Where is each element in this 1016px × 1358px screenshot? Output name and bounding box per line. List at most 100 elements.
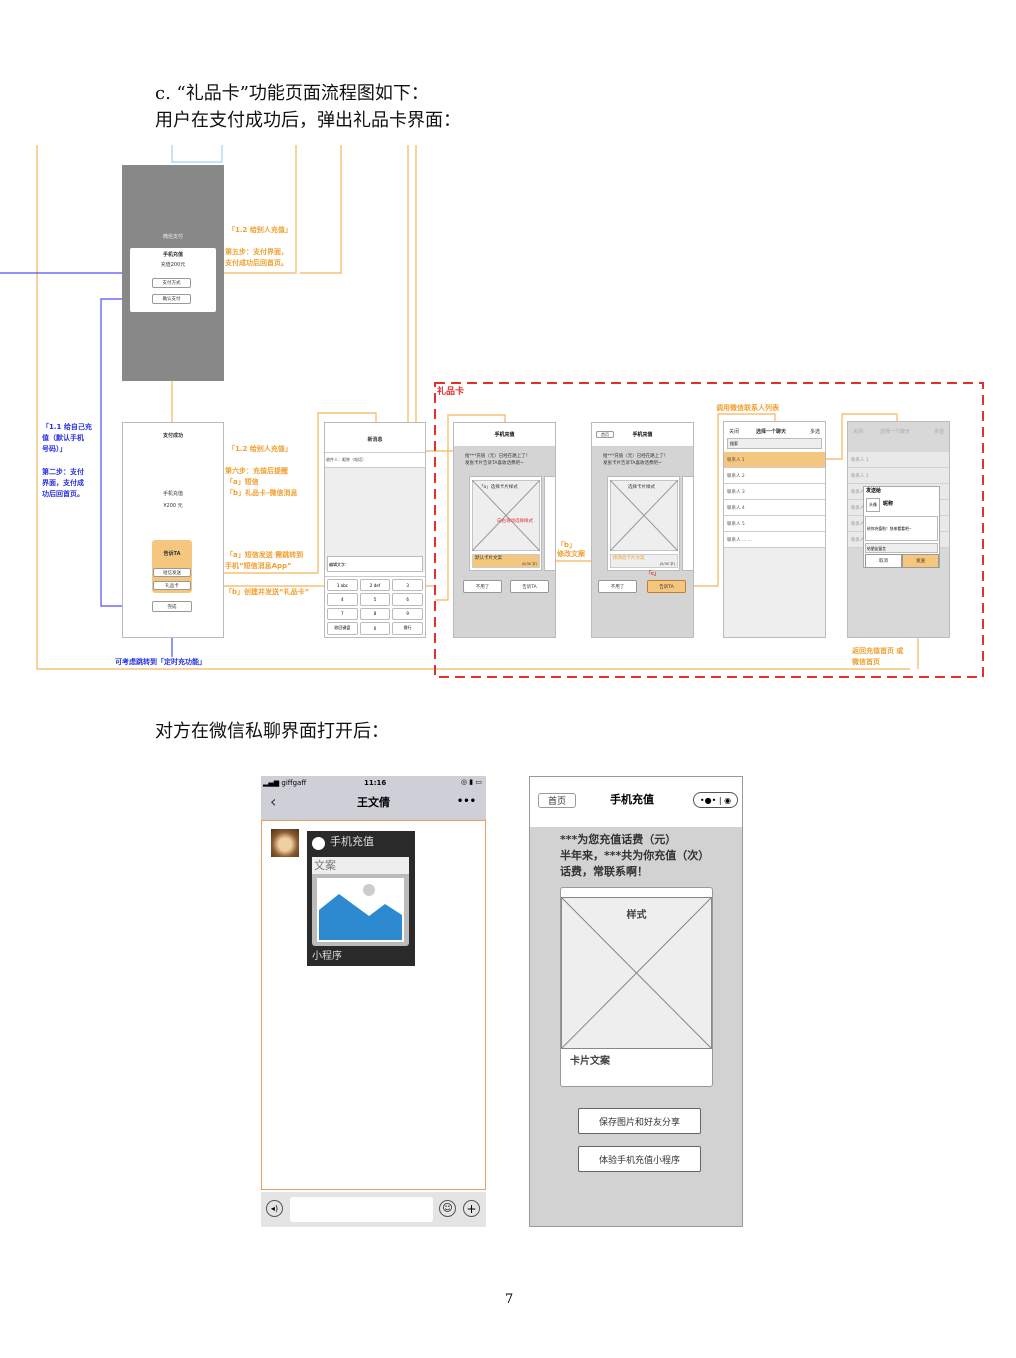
chat-text-input[interactable] — [290, 1197, 433, 1222]
more-icon[interactable]: ••• — [456, 796, 476, 807]
gift-card-box-title: 礼品卡 — [437, 387, 465, 397]
card-a-msg2: 发张卡片告诉TA喜收话费吧~ — [465, 461, 524, 466]
contact-row[interactable]: 联系人 4 — [724, 500, 825, 516]
key-button[interactable]: 7 — [327, 607, 358, 620]
gift-card-button[interactable]: 礼品卡 — [153, 581, 191, 590]
key-button[interactable]: 4 — [327, 593, 358, 606]
key-button[interactable]: 9 — [392, 607, 423, 620]
card-a-copy: 默认卡片文案 — [475, 556, 502, 561]
pay-success-screen: 支付成功 手机充值 ¥200 元 告诉TA 短信发送 礼品卡 完成 — [122, 422, 224, 638]
card-b-tell-button[interactable]: 告诉TA — [647, 580, 686, 593]
card-a-tell-button[interactable]: 告诉TA — [510, 580, 549, 593]
avatar — [271, 829, 299, 857]
try-mini-program-button[interactable]: 体验手机充值小程序 — [578, 1146, 701, 1172]
note-timer: 可考虑跳转到「定时充功能」 — [115, 658, 206, 666]
success-title: 支付成功 — [162, 433, 183, 439]
contact-row[interactable]: 联系人 2 — [724, 468, 825, 484]
note-step2-l2: 界面，支付成 — [42, 479, 84, 487]
card-b-copy: 修改后卡片文案 — [613, 556, 645, 561]
contacts-title: 选择一个聊天 — [756, 429, 787, 435]
gift-line-1: ***为您充值话费（元） — [560, 833, 677, 846]
success-label: 手机充值 — [162, 491, 183, 497]
home-button[interactable]: 首页 — [538, 793, 576, 808]
note-self-l3: 号码）」 — [42, 445, 67, 453]
status-carrier: ▂▄▆ giffgaff — [263, 779, 307, 787]
voice-icon[interactable]: ◂) — [266, 1200, 283, 1217]
send-message-preview: 给你充值啦！快来看看吧~ — [865, 516, 938, 541]
card-b-msg2: 发张卡片告诉TA喜收话费吧~ — [603, 461, 662, 466]
back-arrow-icon[interactable]: ‹ — [270, 792, 277, 811]
card-a-copy-field[interactable]: 默认卡片文案 (0/30 字) — [472, 554, 540, 568]
contact-row[interactable]: 联系人 3 — [724, 484, 825, 500]
card-a-count: (0/30 字) — [521, 561, 537, 566]
card-a-title: 手机充值 — [454, 423, 555, 446]
card-b-title: 手机充值 — [592, 423, 693, 446]
carrier-name: giffgaff — [281, 779, 307, 787]
key-button[interactable]: 收回键盘 — [327, 621, 358, 635]
chat-topbar — [261, 776, 486, 820]
card-a-msg1: 给***充值（元）已经在路上了！ — [465, 454, 531, 459]
note-contacts: 调用微信联系人列表 — [716, 404, 779, 412]
key-button[interactable]: 5 — [359, 593, 391, 606]
note-step6-tag: 「1.2 给别人充值」 — [228, 445, 292, 453]
contacts-multi-button[interactable]: 多选 — [809, 429, 820, 435]
note-step5-l2: 支付成功后回首页。 — [225, 259, 288, 267]
contacts-close-button[interactable]: 关闭 — [729, 429, 740, 435]
card-b-home-button[interactable]: 首页 — [596, 431, 614, 438]
leave-message-input[interactable]: 给朋友留言 — [865, 543, 938, 553]
image-placeholder-icon — [561, 897, 712, 1049]
card-a-decline-button[interactable]: 不用了 — [463, 580, 502, 593]
sms-send-button[interactable]: 短信发送 — [153, 568, 191, 577]
key-button[interactable]: 3 — [392, 579, 423, 592]
payment-method-button[interactable]: 支付方式 — [152, 278, 191, 288]
card-a-style-card[interactable]: 「a」选择卡片样式 向右滑动选择样式 默认卡片文案 (0/30 字) — [469, 476, 542, 571]
key-button[interactable]: 换行 — [392, 621, 423, 635]
contact-row[interactable]: 联系人 1 — [724, 452, 825, 468]
note-c-tag: 「c」 — [646, 571, 659, 577]
chat-messages: 手机充值 文案 小程序 — [261, 820, 486, 1190]
note-sms-l2: 手机“短信消息App” — [225, 562, 292, 570]
gift-line-2: 半年来，***共为你充值（次） — [560, 849, 710, 862]
key-button[interactable]: 2 def — [359, 579, 391, 592]
dialog-send-button[interactable]: 发送 — [902, 554, 939, 568]
note-step6-l2: 「a」短信 — [226, 478, 259, 486]
mini-program-card[interactable]: 手机充值 文案 小程序 — [307, 831, 415, 966]
save-share-button[interactable]: 保存图片和好友分享 — [578, 1108, 701, 1134]
card-title: 手机充值 — [330, 835, 374, 848]
card-b-style-label: 选择卡片样式 — [628, 485, 655, 490]
image-icon — [317, 878, 404, 942]
dim-close: 关闭 — [853, 429, 864, 435]
key-button[interactable]: 1 abc — [327, 579, 358, 592]
emoji-icon[interactable]: ☺ — [439, 1200, 456, 1217]
note-edit-l1: 「b」 — [557, 541, 577, 549]
send-nickname: 昵称 — [883, 501, 894, 507]
sms-text-input[interactable]: 编辑文字： — [327, 556, 423, 572]
note-return-l1: 返回充值首页 或 — [852, 647, 904, 655]
gift-card-screen-edited: 手机充值 首页 给***充值（元）已经在路上了！ 发张卡片告诉TA喜收话费吧~ … — [591, 422, 694, 638]
key-button[interactable]: 6 — [392, 593, 423, 606]
plus-icon[interactable]: + — [463, 1200, 480, 1217]
dialog-cancel-button[interactable]: 取消 — [865, 554, 902, 568]
card-b-style-card[interactable]: 选择卡片样式 修改后卡片文案 (0/30 字) — [607, 476, 680, 571]
pay-card-title: 手机充值 — [162, 252, 183, 258]
contacts-search-input[interactable]: 搜索 — [727, 438, 822, 449]
card-b-msg1: 给***充值（元）已经在路上了！ — [603, 454, 669, 459]
note-step5-tag: 「1.2 给别人充值」 — [228, 226, 292, 234]
wechat-pay-screen: 微信支付 手机充值 充值200元 支付方式 确认支付 — [122, 165, 224, 381]
note-gift: 「b」创建并发送“礼品卡” — [225, 588, 310, 596]
capsule-menu-icon[interactable]: •●• | ◉ — [693, 792, 738, 808]
card-style-label: 样式 — [626, 910, 647, 921]
success-amount: ¥200 元 — [163, 503, 183, 509]
contact-row[interactable]: 联系人 ... ... — [724, 532, 825, 548]
done-button[interactable]: 完成 — [152, 601, 192, 612]
confirm-pay-button[interactable]: 确认支付 — [152, 294, 191, 304]
card-b-decline-button[interactable]: 不用了 — [598, 580, 637, 593]
contact-row[interactable]: 联系人 5 — [724, 516, 825, 532]
contact-row: 联系人 1 — [848, 452, 949, 468]
key-button[interactable]: 8 — [359, 607, 391, 620]
battery-icon: ◎ ▮ ▭ — [460, 778, 482, 786]
key-button[interactable]: 0 — [359, 621, 391, 635]
card-b-copy-field[interactable]: 修改后卡片文案 (0/30 字) — [610, 554, 678, 568]
